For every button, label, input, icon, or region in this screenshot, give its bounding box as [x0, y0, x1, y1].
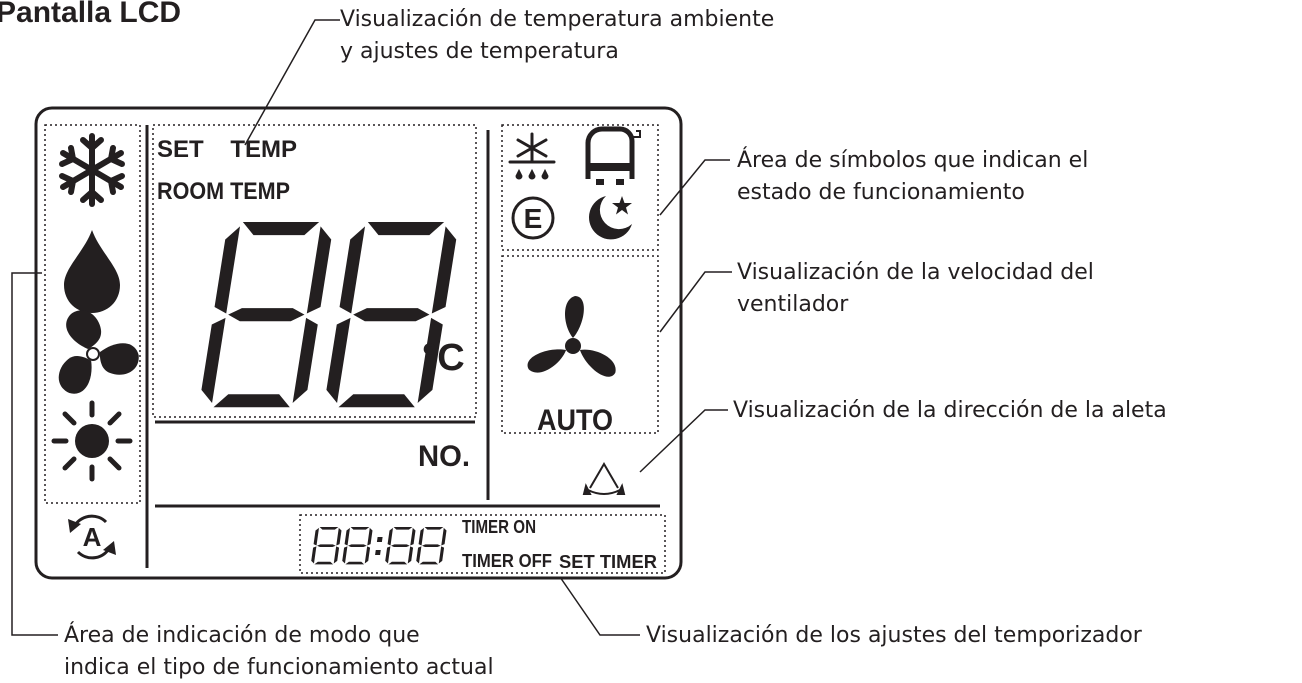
- fan-callout-line-1: Visualización de la velocidad del: [737, 260, 1094, 285]
- room-temp-label: ROOM TEMP: [157, 178, 290, 205]
- leader-lines: [11, 19, 732, 636]
- clock-digit-2: [341, 527, 373, 565]
- fan-callout-line-2: ventilador: [737, 292, 849, 317]
- dotted-zones: [44, 124, 666, 574]
- drop-icon: [64, 230, 120, 313]
- temperature-digit-2: [323, 222, 459, 408]
- fan-leader: [659, 271, 732, 333]
- flap-leader: [639, 409, 728, 473]
- timer-off-label: TIMER OFF: [462, 551, 552, 571]
- auto-icon-letter: A: [83, 522, 102, 552]
- temperature-zone: [152, 124, 477, 418]
- set-temp-label: SET TEMP: [157, 136, 297, 163]
- snowflake-icon: [59, 133, 125, 207]
- clock-digit-3: [384, 527, 416, 565]
- celsius-unit: °C: [422, 337, 465, 379]
- timer-callout: Visualización de los ajustes del tempori…: [646, 623, 1143, 648]
- mode-zone: [44, 124, 141, 504]
- swing-icon: [582, 462, 626, 495]
- mode-callout-line-2: indica el tipo de funcionamiento actual: [64, 655, 494, 680]
- eco-icon: E: [511, 196, 555, 240]
- mode-leader: [11, 272, 58, 636]
- symbols-callout-line-2: estado de funcionamiento: [737, 180, 1025, 205]
- fan-icon: [58, 310, 139, 394]
- clock-colon-top: [376, 537, 383, 542]
- number-label: NO.: [418, 440, 470, 473]
- timer-leader: [559, 576, 640, 636]
- mode-callout-line-1: Área de indicación de modo que: [64, 622, 420, 648]
- sleep-icon: [589, 196, 632, 240]
- lcd-dividers: [145, 125, 660, 568]
- clock-digit-1: [310, 527, 342, 565]
- timer-zone: [299, 514, 666, 574]
- lcd-frame: [34, 106, 683, 580]
- defrost-icon: [508, 132, 556, 180]
- fan-speed-label: AUTO: [537, 404, 613, 437]
- flap-callout: Visualización de la dirección de la alet…: [733, 398, 1167, 423]
- water-tank-icon: [585, 126, 641, 185]
- eco-icon-letter: E: [524, 203, 543, 234]
- page-title: Pantalla LCD: [0, 0, 181, 29]
- clock-digit-4: [415, 527, 447, 565]
- symbols-leader: [659, 159, 730, 216]
- timer-on-label: TIMER ON: [462, 517, 536, 537]
- fan-speed-icon: [527, 296, 616, 377]
- temperature-callout-line-1: Visualización de temperatura ambiente: [340, 7, 774, 32]
- temperature-callout-line-2: y ajustes de temperatura: [340, 39, 619, 64]
- temperature-leader: [244, 19, 340, 146]
- set-timer-label: SET TIMER: [559, 552, 657, 572]
- clock-digits: [310, 527, 447, 565]
- symbols-callout-line-1: Área de símbolos que indican el: [737, 147, 1088, 173]
- temperature-digit-1: [198, 222, 334, 408]
- sun-icon: [51, 400, 133, 482]
- auto-mode-icon: A: [68, 514, 116, 560]
- fan-speed-zone: [501, 255, 659, 434]
- temperature-digits: [198, 222, 459, 408]
- clock-colon-bottom: [375, 550, 381, 555]
